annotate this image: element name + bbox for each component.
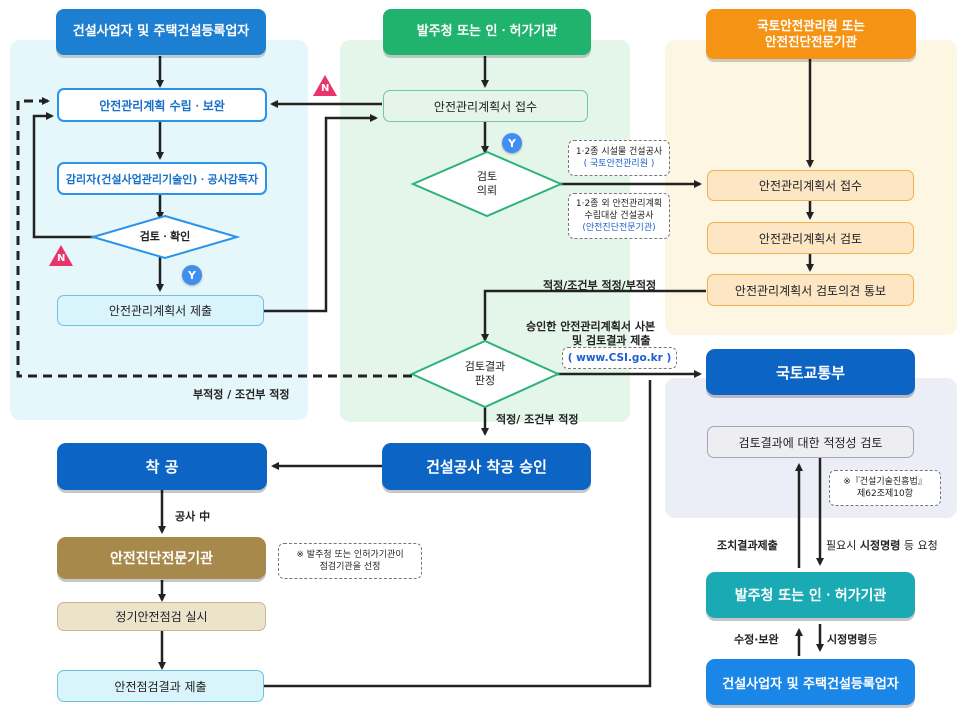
correction-request-label: 필요시 시정명령 등 요청 xyxy=(826,539,938,552)
website-note: ( www.CSI.go.kr ) xyxy=(562,347,677,369)
n-marker-top: N xyxy=(313,75,337,96)
check-diamond xyxy=(89,214,241,260)
check-diamond-text: 검토ㆍ확인 xyxy=(139,229,191,243)
notify-box: 안전관리계획서 검토의견 통보 xyxy=(707,274,914,306)
ministry-contractor-box: 건설사업자 및 주택건설등록업자 xyxy=(706,659,915,705)
y-marker-center: Y xyxy=(502,133,522,153)
unsuitable-label: 부적정 / 조건부 적정 xyxy=(193,388,290,401)
suitable-label: 적정/ 조건부 적정 xyxy=(496,413,579,426)
agency-box: 안전진단전문기관 xyxy=(57,537,266,579)
suitability-label: 적정/조건부 적정/부적정 xyxy=(543,279,657,292)
revise-label: 수정·보완 xyxy=(734,633,779,646)
approved-copy-label-2: 및 검토결과 제출 xyxy=(572,334,651,347)
correction-order-label: 시정명령등 xyxy=(827,633,878,646)
n-marker-left: N xyxy=(49,245,73,266)
result-diamond xyxy=(409,339,561,409)
request-diamond xyxy=(410,150,564,218)
adequacy-check-box: 검토결과에 대한 적정성 검토 xyxy=(707,426,914,458)
contractor-header: 건설사업자 및 주택건설등록업자 xyxy=(56,9,266,55)
ministry-box: 국토교통부 xyxy=(706,349,915,395)
review-body-header: 국토안전관리원 또는 안전진단전문기관 xyxy=(706,9,916,59)
approval-box: 건설공사 착공 승인 xyxy=(382,443,591,490)
start-box: 착 공 xyxy=(57,443,267,490)
review-box: 안전관리계획서 검토 xyxy=(707,222,914,254)
approved-copy-label-1: 승인한 안전관리계획서 사본 xyxy=(526,320,656,333)
submit-box: 안전관리계획서 제출 xyxy=(57,295,264,326)
law-note: ※『건설기술진흥법』 제62조제10항 xyxy=(829,470,941,506)
plan-box: 안전관리계획 수립ㆍ보완 xyxy=(57,88,267,122)
regular-inspection-box: 정기안전점검 실시 xyxy=(57,602,266,631)
supervisor-box: 감리자(건설사업관리기술인)ㆍ공사감독자 xyxy=(57,162,267,195)
review-receive-box: 안전관리계획서 접수 xyxy=(707,170,914,201)
inspection-result-box: 안전점검결과 제출 xyxy=(57,670,264,702)
client-header: 발주청 또는 인ㆍ허가기관 xyxy=(383,9,591,55)
under-construction-label: 공사 中 xyxy=(175,510,211,523)
inspector-note: ※ 발주청 또는 인허가기관이 점검기관을 선정 xyxy=(278,543,422,579)
action-submit-label: 조치결과제출 xyxy=(717,539,778,552)
ministry-client-box: 발주청 또는 인ㆍ허가기관 xyxy=(706,572,915,618)
y-marker-left: Y xyxy=(182,265,202,285)
class12-note: 1·2종 시설물 건설공사( 국토안전관리원 ) xyxy=(568,140,670,176)
client-receive-box: 안전관리계획서 접수 xyxy=(383,90,588,122)
